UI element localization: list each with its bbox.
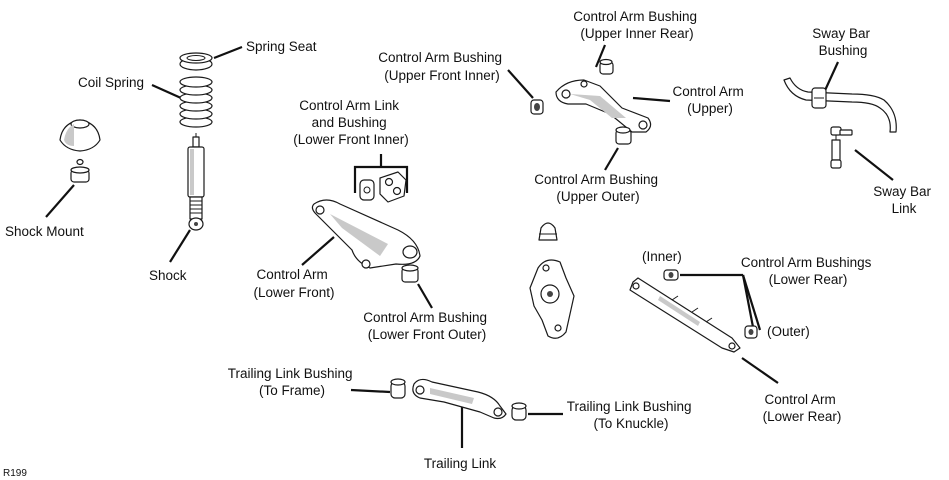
label-sway-bar-link: Sway Bar Link — [873, 184, 935, 216]
label-control-arm-bushing-lower-front-outer: Control Arm Bushing (Lower Front Outer) — [363, 310, 491, 342]
label-control-arm-bushing-upper-front-inner: Control Arm Bushing (Upper Front Inner) — [378, 50, 506, 83]
figure-code: R199 — [3, 468, 27, 479]
lower-rear-outer-bushing-part — [744, 325, 758, 339]
label-control-arm-bushings-lower-rear: Control Arm Bushings (Lower Rear) — [741, 255, 875, 287]
label-outer: (Outer) — [767, 324, 810, 339]
label-control-arm-bushing-upper-outer: Control Arm Bushing (Upper Outer) — [534, 172, 662, 204]
leader-lines — [45, 44, 894, 448]
label-control-arm-upper: Control Arm (Upper) — [672, 84, 747, 116]
knuckle-cap-part — [538, 222, 558, 241]
label-control-arm-link-lower-front-inner: Control Arm Link and Bushing (Lower Fron… — [293, 98, 409, 147]
shock-part — [187, 133, 205, 231]
label-spring-seat: Spring Seat — [246, 39, 317, 54]
knuckle-part — [529, 259, 575, 339]
label-shock: Shock — [149, 268, 187, 283]
label-coil-spring: Coil Spring — [78, 75, 144, 90]
lower-front-outer-bushing-part — [401, 264, 419, 283]
label-trailing-link-bushing-to-knuckle: Trailing Link Bushing (To Knuckle) — [567, 399, 696, 431]
sway-bar-link-part — [830, 126, 853, 169]
control-arm-upper-part — [555, 79, 652, 133]
upper-inner-rear-bushing-part — [599, 58, 614, 75]
label-shock-mount: Shock Mount — [5, 224, 84, 239]
shock-mount-part — [59, 119, 101, 183]
label-control-arm-lower-rear: Control Arm (Lower Rear) — [763, 392, 842, 424]
spring-seat-part — [179, 52, 213, 71]
trailing-link-bushing-frame-part — [390, 378, 406, 399]
trailing-link-bushing-knuckle-part — [511, 402, 527, 421]
control-arm-lower-front-part — [311, 199, 421, 269]
label-trailing-link: Trailing Link — [424, 456, 497, 471]
upper-outer-bushing-part — [615, 126, 632, 145]
control-arm-link-part — [359, 171, 407, 203]
sway-bar-part — [783, 77, 897, 133]
trailing-link-part — [412, 378, 507, 420]
upper-front-inner-bushing-part — [530, 99, 544, 115]
control-arm-lower-rear-part — [629, 277, 741, 353]
coil-spring-part — [179, 76, 213, 128]
label-sway-bar-bushing: Sway Bar Bushing — [812, 26, 874, 58]
labels: Spring Seat Coil Spring Shock Mount Shoc… — [3, 9, 935, 479]
lower-rear-inner-bushing-part — [663, 269, 679, 281]
label-trailing-link-bushing-to-frame: Trailing Link Bushing (To Frame) — [228, 366, 357, 398]
label-control-arm-lower-front: Control Arm (Lower Front) — [253, 267, 334, 300]
label-inner: (Inner) — [642, 249, 682, 264]
label-control-arm-bushing-upper-inner-rear: Control Arm Bushing (Upper Inner Rear) — [573, 9, 701, 41]
